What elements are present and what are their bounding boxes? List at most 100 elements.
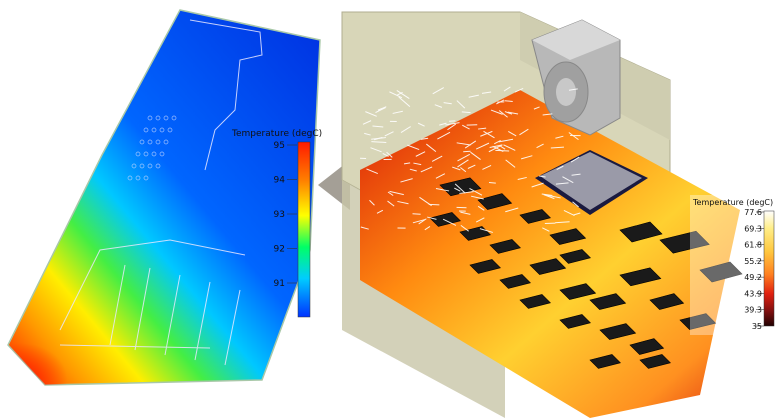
airflow-arrow [508, 130, 517, 137]
airflow-arrow [407, 144, 420, 151]
airflow-arrow [454, 183, 466, 194]
airflow-arrow [542, 227, 550, 232]
airflow-arrow [400, 126, 411, 133]
airflow-arrow [570, 156, 580, 163]
fan-unit [531, 19, 621, 136]
airflow-arrow [477, 205, 485, 211]
right-legend-tick-label: 35 [752, 322, 762, 331]
airflow-arrow [539, 175, 546, 178]
airflow-arrow [371, 141, 387, 143]
board-chip [549, 228, 587, 245]
airflow-arrow [499, 145, 506, 150]
airflow-arrow [546, 194, 561, 199]
airflow-arrow [498, 110, 508, 118]
airflow-arrow [366, 168, 378, 175]
right-legend-tick-label: 77.6 [744, 208, 762, 217]
airflow-arrow [536, 143, 544, 149]
board-chip [589, 354, 621, 369]
airflow-arrow [467, 164, 476, 169]
board-chip [559, 283, 597, 300]
airflow-arrow [398, 96, 411, 108]
airflow-arrow [568, 88, 578, 91]
airflow-arrow [384, 131, 394, 137]
airflow-arrow [371, 137, 386, 140]
airflow-arrow [571, 173, 581, 176]
board-chip [619, 221, 663, 243]
airflow-arrow [382, 153, 389, 157]
airflow-arrow [431, 155, 443, 162]
airflow-arrow [550, 146, 564, 149]
airflow-arrow [504, 111, 513, 115]
airflow-arrow [372, 125, 384, 128]
airflow-arrow [475, 142, 490, 150]
airflow-arrow [397, 200, 409, 205]
airflow-arrow [435, 188, 450, 192]
board-chip [659, 230, 710, 254]
left-legend-colorbar [297, 141, 311, 318]
right-temperature-legend: Temperature (degC) 77.669.361.855.249.24… [690, 195, 780, 335]
pcb-board-3d [360, 90, 740, 418]
airflow-arrow [439, 122, 447, 126]
airflow-arrow [389, 190, 404, 196]
board-chip [489, 239, 521, 254]
airflow-arrow [490, 109, 503, 115]
airflow-arrow [471, 195, 484, 200]
airflow-arrow [462, 124, 470, 130]
airflow-arrow [507, 111, 519, 115]
airflow-arrow [505, 159, 516, 168]
airflow-arrow [531, 182, 544, 188]
board-chip [499, 274, 531, 289]
airflow-arrow [437, 131, 451, 140]
airflow-arrow [377, 106, 387, 111]
airflow-arrow [409, 168, 417, 172]
airflow-arrow [387, 200, 395, 207]
board-chip [529, 258, 567, 275]
board-chip [649, 293, 685, 310]
right-legend-tick-label: 61.8 [744, 241, 762, 250]
airflow-arrow [392, 110, 403, 114]
airflow-arrow [420, 166, 433, 173]
airflow-arrow [432, 87, 445, 95]
airflow-arrow [479, 228, 493, 233]
board-chip [589, 293, 627, 310]
board-chip [559, 314, 591, 329]
right-legend-tick-label: 69.3 [744, 224, 762, 233]
right-legend-tick-label: 43.9 [744, 289, 762, 298]
airflow-arrow [482, 165, 492, 170]
airflow-arrow [556, 165, 564, 171]
airflow-arrow [481, 91, 492, 94]
board-chip [519, 209, 551, 224]
airflow-arrow [520, 155, 533, 160]
right-legend-title: Temperature (degC) [692, 198, 773, 207]
airflow-arrow [480, 130, 493, 137]
airflow-arrow [503, 144, 516, 151]
board-chip [439, 177, 482, 197]
airflow-arrow [478, 127, 487, 130]
airflow-arrow [424, 225, 431, 231]
airflow-arrow [360, 226, 369, 230]
airflow-arrow [445, 122, 460, 126]
airflow-arrow [369, 199, 375, 206]
airflow-arrow [457, 153, 471, 162]
airflow-arrow [412, 219, 426, 224]
board-chip [679, 313, 717, 330]
airflow-arrow [495, 149, 510, 152]
airflow-arrow [387, 191, 394, 196]
airflow-arrow [533, 106, 540, 110]
airflow-arrow [456, 142, 471, 146]
left-legend-title: Temperature (degC) [231, 129, 322, 139]
airflow-arrow [386, 151, 393, 158]
airflow-arrow [483, 130, 495, 139]
airflow-arrow [460, 224, 469, 232]
right-legend-tick-label: 55.2 [744, 257, 762, 266]
left-legend-tick-label: 95 [274, 141, 285, 151]
left-legend-tick-label: 92 [274, 245, 285, 255]
airflow-arrow [469, 187, 483, 196]
airflow-arrow [494, 140, 501, 145]
airflow-arrow [514, 87, 524, 93]
airflow-arrow [403, 162, 411, 165]
airflow-arrow [442, 218, 457, 226]
airflow-arrow [454, 187, 461, 192]
